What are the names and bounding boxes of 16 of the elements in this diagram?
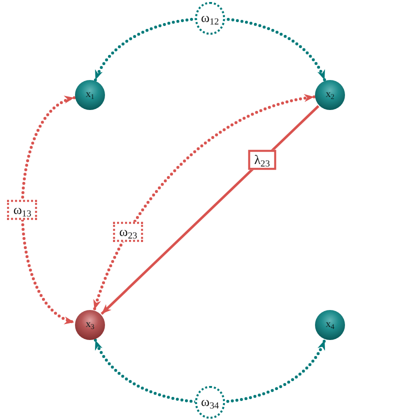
double-headed-arrow <box>94 338 326 404</box>
edge-label: λ$_{23}$ <box>248 150 276 170</box>
double-headed-arrow <box>94 16 326 82</box>
sphere-node <box>315 80 345 110</box>
edge-label: ω$_{34}$ <box>195 386 225 418</box>
node-label: x$_{4}$ <box>326 320 334 330</box>
node-label: x$_{2}$ <box>326 90 334 100</box>
node-label: x$_{3}$ <box>86 320 94 330</box>
sphere-node <box>75 80 105 110</box>
node-label: x$_{1}$ <box>86 90 94 100</box>
sphere-node <box>315 310 345 340</box>
edge-label: ω$_{13}$ <box>7 200 38 220</box>
edge-label: ω$_{23}$ <box>113 222 144 242</box>
double-headed-arrow <box>20 96 76 324</box>
edge-label: ω$_{12}$ <box>195 2 225 35</box>
sphere-node <box>75 310 105 340</box>
